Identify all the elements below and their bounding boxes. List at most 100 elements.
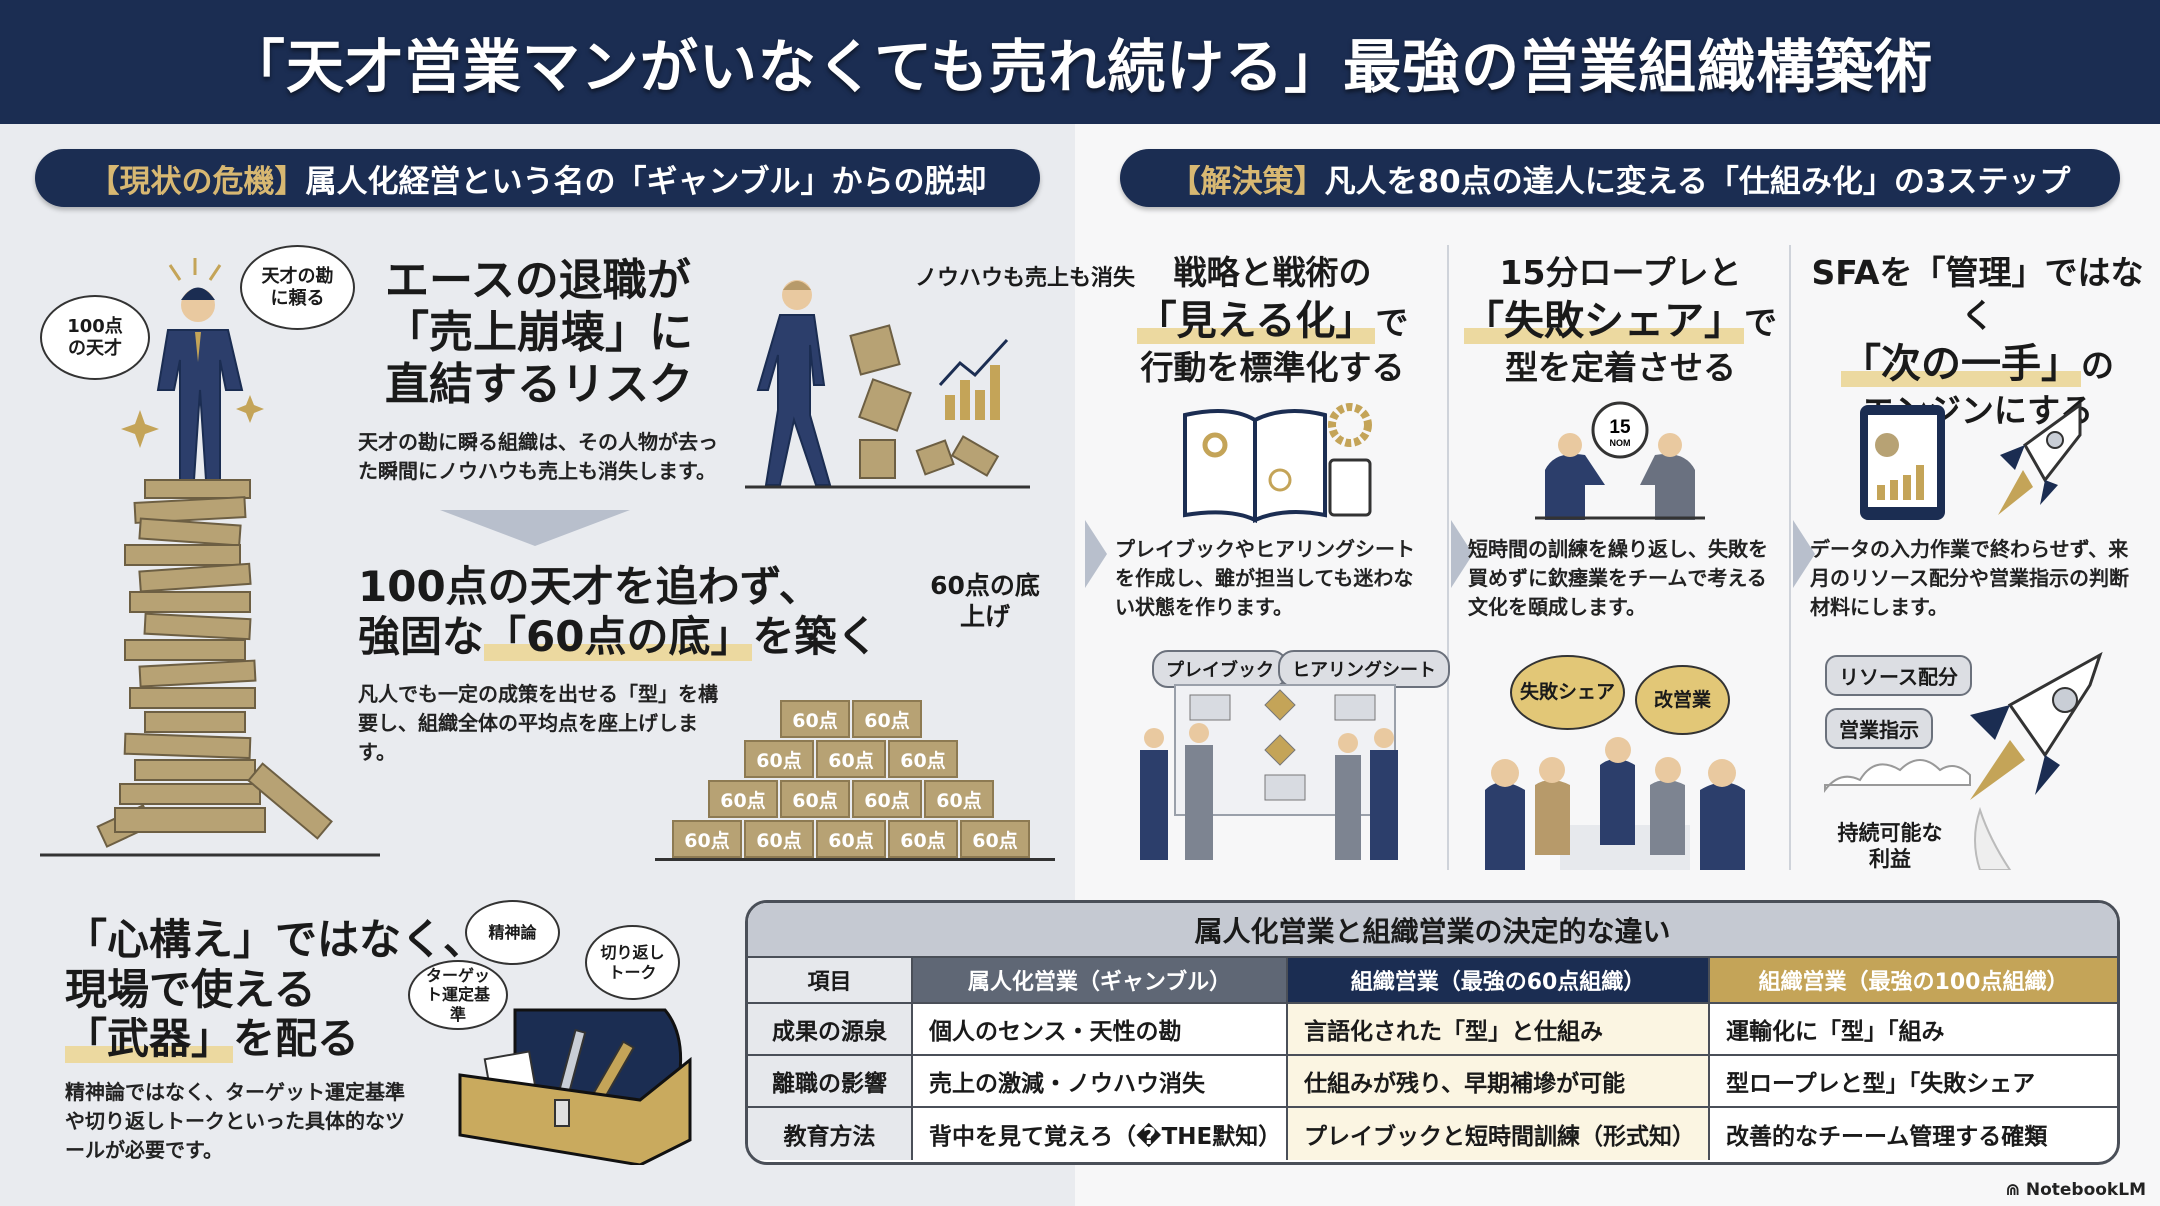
sixty-point-block: 60点: [816, 740, 886, 778]
team-flowchart-illustration: [1140, 684, 1398, 860]
table-row: 教育方法背中を見て覚えろ（�THE默知）プレイブックと短時間訓練（形式知）改善的…: [748, 1108, 2117, 1160]
risk-body: 天才の勘に瞬る組織は、その人物が去った瞬間にノウハウも売上も消失します。: [358, 430, 718, 483]
table-title: 属人化営業と組織営業の決定的な違い: [748, 903, 2117, 958]
foundation-headline-line: 強固な: [358, 611, 485, 661]
sixty-point-block: 60点: [888, 820, 958, 858]
foundation-headline: 100点の天才を追わず、 強固な「60点の底」を築く: [358, 562, 878, 661]
bubble-target-criteria: ターゲット運定基準: [408, 960, 508, 1030]
team-meeting-illustration: [1485, 737, 1745, 870]
rocket-launch-illustration: [1824, 651, 2103, 870]
comparison-table: 属人化営業と組織営業の決定的な違い 項目 属人化営業（ギャンブル） 組織営業（最…: [745, 900, 2120, 1165]
tag-resource-allocation: リソース配分: [1825, 655, 1972, 696]
step-headline-line: 戦略と戦術の: [1173, 253, 1372, 292]
weapons-body: 精神論ではなく、ターゲット運定基準や切り返しトークといった具体的なツールが必要で…: [65, 1080, 405, 1162]
roleplay-clock-icon: 15 NOM: [1535, 401, 1705, 520]
page-title: 「天才営業マンがいなくても売れ続ける」最強の営業組織構築術: [226, 33, 1934, 101]
foundation-body: 凡人でも一定の成策を出せる「型」を構要し、組織全体の平均点を座上げします。: [358, 682, 718, 764]
solution-title: 凡人を80点の達人に変える「仕組み化」の3ステップ: [1324, 163, 2071, 200]
bubble-text: 精神論: [488, 922, 537, 942]
brand-text: NotebookLM: [2025, 1180, 2146, 1200]
sixty-point-block: 60点: [780, 780, 850, 818]
toolbox-icon: [458, 1008, 692, 1165]
step-headline-line: 15分ロープレと: [1499, 253, 1742, 292]
sfa-tablet-rocket-icon: [1860, 402, 2082, 520]
table-cell: 型ロープレと型」「失敗シェア: [1726, 1071, 2036, 1097]
sixty-point-block: 60点: [708, 780, 778, 818]
bubble-text: 天才の勘に頼る: [261, 265, 334, 309]
foundation-headline-line: 100点の天才を追わず、: [358, 562, 821, 611]
crisis-section-header: 【現状の危機】 属人化経営という名の「ギャンブル」からの脱却: [35, 149, 1040, 207]
table-cell: 背中を見て覚えろ（�THE默知）: [913, 1108, 1288, 1160]
column-divider: [1789, 245, 1791, 870]
table-cell: 離職の影響: [748, 1056, 913, 1106]
risk-headline-line: 直結するリスク: [385, 358, 693, 410]
bubble-mindset: 精神論: [465, 900, 560, 965]
step-headline-line: で: [1744, 302, 1777, 342]
step-headline-line: 型を定着させる: [1505, 347, 1736, 387]
table-header-cell: 属人化営業（ギャンブル）: [913, 958, 1288, 1002]
solution-section-header: 【解決策】 凡人を80点の達人に変える「仕組み化」の3ステップ: [1120, 149, 2120, 207]
weapons-headline-emphasis: 「武器」: [65, 1014, 234, 1064]
table-header-cell: 組織営業（最強の60点組織）: [1288, 958, 1710, 1002]
step-headline-line: SFAを「管理」ではなく: [1811, 253, 2144, 335]
bubble-text: 改営業: [1653, 688, 1711, 711]
risk-headline: エースの退職が 「売上崩壊」に 直結するリスク: [385, 255, 693, 411]
notebooklm-logo: ⋒ NotebookLM: [2006, 1180, 2146, 1200]
table-cell: 売上の激減・ノウハウ消失: [913, 1056, 1288, 1106]
bubble-text: 失敗シェア: [1519, 681, 1615, 704]
foundation-headline-emphasis: 「60点の底」: [484, 611, 753, 661]
thought-bubble-100-genius: 100点の天才: [40, 295, 150, 380]
chevron-right-icon: [1085, 520, 1107, 588]
clock-unit: NOM: [1610, 438, 1631, 448]
step-headline: 戦略と戦術の「見える化」で行動を標準化する: [1105, 252, 1440, 390]
bubble-text: ターゲット運定基準: [425, 966, 490, 1024]
risk-headline-line: エースの退職が: [385, 255, 691, 306]
step-body: 短時間の訓練を繰り返し、失敗を買めずに欽瘗業をチームで考える文化を頤成します。: [1468, 537, 1768, 619]
sixty-point-block: 60点: [924, 780, 994, 818]
sustainable-profit-label: 持続可能な利益: [1837, 821, 1943, 872]
table-header-row: 項目 属人化営業（ギャンブル） 組織営業（最強の60点組織） 組織営業（最強の1…: [748, 958, 2117, 1004]
table-row: 離職の影響売上の激減・ノウハウ消失仕組みが残り、早期補墋が可能型ロープレと型」「…: [748, 1056, 2117, 1108]
crisis-title: 属人化経営という名の「ギャンブル」からの脱却: [305, 163, 987, 200]
bubble-improve-sales: 改営業: [1635, 665, 1730, 735]
sixty-point-block: 60点: [852, 780, 922, 818]
table-header-cell: 組織営業（最強の100点組織）: [1710, 958, 2117, 1002]
table-cell: 改善的なチーーム管理する確類: [1726, 1124, 2048, 1150]
step-headline: SFAを「管理」ではなく「次の一手」のエンジンにする: [1800, 252, 2155, 433]
tag-sales-instruction: 営業指示: [1825, 708, 1933, 749]
step-headline-emphasis: 「失敗シェア」: [1464, 297, 1744, 344]
sixty-point-block: 60点: [888, 740, 958, 778]
step-headline: 15分ロープレと「失敗シェア」で型を定着させる: [1458, 252, 1783, 390]
step-body: データの入力作業で終わらせず、来月のリソース配分や営業指示の判断材料にします。: [1810, 537, 2129, 619]
sixty-point-block: 60点: [780, 700, 850, 738]
tag-playbook: プレイブック: [1152, 650, 1288, 688]
table-cell: 教育方法: [748, 1108, 913, 1160]
thought-bubble-genius-intuition: 天才の勘に頼る: [240, 245, 355, 330]
tag-hearing-sheet: ヒアリングシート: [1278, 650, 1450, 688]
playbook-gear-icon: [1183, 403, 1372, 524]
baseline-label: 60点の底上げ: [930, 571, 1040, 632]
step-headline-emphasis: 「見える化」: [1136, 297, 1376, 344]
chevron-right-icon: [1793, 520, 1815, 588]
risk-headline-emphasis: 「売上崩壊」: [385, 306, 649, 358]
table-cell: 運輸化に「型」「組み: [1726, 1019, 1945, 1045]
bubble-failure-share: 失敗シェア: [1510, 655, 1625, 730]
ground-line: [655, 858, 1055, 861]
table-row: 成果の源泉個人のセンス・天性の勘言語化された「型」と仕組み運輸化に「型」「組み: [748, 1004, 2117, 1056]
step-headline-line: の: [2081, 345, 2114, 385]
solution-tag: 【解決策】: [1169, 163, 1325, 200]
chevron-right-icon: [1451, 520, 1473, 588]
weapons-headline-line: 現場で使える: [65, 964, 316, 1014]
step-headline-emphasis: 「次の一手」: [1841, 340, 2081, 387]
sixty-point-block: 60点: [852, 700, 922, 738]
crisis-tag: 【現状の危機】: [88, 163, 306, 200]
sixty-point-block: 60点: [744, 820, 814, 858]
step-headline-line: 行動を標準化する: [1140, 347, 1405, 387]
departing-employee-illustration: [745, 280, 1030, 489]
sixty-point-block: 60点: [960, 820, 1030, 858]
risk-headline-line: に: [649, 306, 693, 358]
sixty-point-block: 60点: [744, 740, 814, 778]
step-headline-line: で: [1375, 302, 1409, 342]
column-divider: [1447, 245, 1449, 870]
weapons-headline-line: 「心構え」ではなく、: [65, 915, 486, 964]
